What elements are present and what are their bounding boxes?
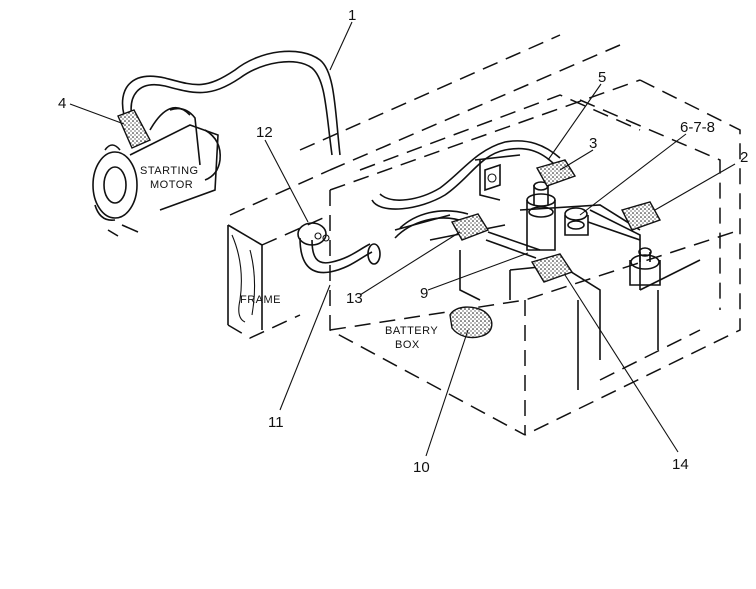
batteries (394, 154, 701, 390)
callout-11: 11 (268, 414, 284, 431)
starting-motor-label-1: STARTING (140, 165, 199, 177)
pad-13 (450, 213, 490, 241)
leader-lines (69, 21, 736, 457)
cable-11 (297, 222, 381, 274)
terminal-clamp-3 (526, 181, 556, 251)
callout-4: 4 (58, 95, 66, 112)
pad-10 (449, 306, 493, 339)
starting-motor-label-2: MOTOR (150, 179, 193, 191)
terminal-pads (449, 159, 662, 339)
callout-14: 14 (672, 456, 689, 473)
battery-box-outline (229, 34, 741, 436)
callout-10: 10 (413, 459, 430, 476)
callout-2: 2 (740, 149, 748, 166)
frame-rail (227, 214, 331, 339)
callout-13: 13 (346, 290, 363, 307)
battery-box-label-1: BATTERY (385, 325, 438, 337)
frame-label: FRAME (240, 294, 281, 306)
callout-6-7-8: 6-7-8 (680, 119, 715, 136)
terminal-clamp-6-7-8 (564, 207, 641, 241)
terminal-boot-4 (117, 109, 151, 149)
battery-box-label-2: BOX (395, 339, 420, 351)
callout-3: 3 (589, 135, 597, 152)
callout-1: 1 (348, 7, 356, 24)
cable-1 (121, 50, 341, 156)
terminal-clamp-2 (629, 247, 661, 286)
pad-2 (620, 201, 662, 231)
cable-5 (371, 140, 561, 210)
callout-5: 5 (598, 69, 606, 86)
starting-motor (92, 106, 222, 237)
callout-12: 12 (256, 124, 273, 141)
callout-9: 9 (420, 285, 428, 302)
pad-14 (530, 253, 574, 283)
battery-post-left (484, 163, 501, 192)
